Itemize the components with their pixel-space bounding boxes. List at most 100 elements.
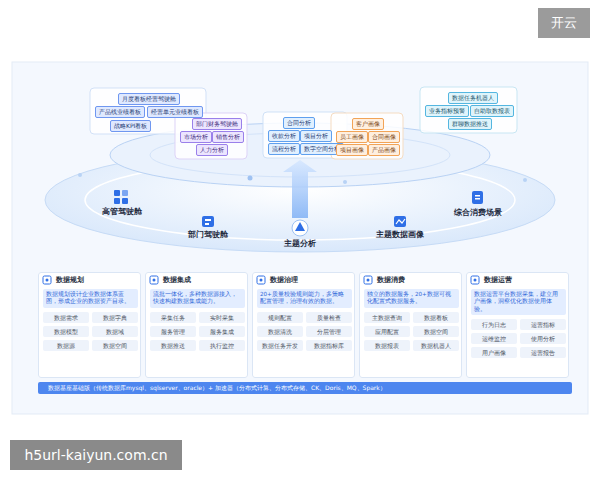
node-text: 人力分析 bbox=[200, 146, 224, 154]
function-tag: 实时采集 bbox=[199, 312, 245, 323]
function-tag: 数据报表 bbox=[364, 340, 410, 351]
scene-label: 部门驾驶舱 bbox=[188, 230, 228, 239]
node-text: 战略KPI看板 bbox=[114, 122, 147, 130]
node-text: 数据运营平台数据采集，建立用户画像，洞察优化数据使用体验。 bbox=[474, 291, 563, 313]
dot bbox=[248, 176, 253, 181]
node-text: 数据清洗 bbox=[257, 326, 303, 337]
function-tag: 服务集成 bbox=[199, 326, 245, 337]
node-text: 数据空间 bbox=[92, 340, 138, 351]
node-text: 数据源 bbox=[43, 340, 89, 351]
panel-icon-dot bbox=[46, 279, 477, 282]
scene-label: 高管驾驶舱 bbox=[102, 207, 142, 216]
function-tag: 数据任务开发 bbox=[257, 340, 303, 351]
function-tag: 数据域 bbox=[92, 326, 138, 337]
scene-tag: 合同分析 bbox=[283, 117, 315, 129]
function-tag: 数据推送 bbox=[150, 340, 196, 351]
node-text: 运营指标 bbox=[520, 319, 566, 330]
panel-fill bbox=[466, 272, 569, 378]
scene-tag: 月度看板经营驾驶舱 bbox=[118, 93, 180, 105]
panel-fill bbox=[38, 272, 141, 378]
function-tag: 执行监控 bbox=[199, 340, 245, 351]
scene-icon bbox=[292, 220, 308, 236]
node-text: 数字空间分析 bbox=[304, 145, 340, 153]
scene-tag: 项目分析 bbox=[300, 130, 332, 142]
node-text: 产品画像 bbox=[372, 146, 396, 154]
scene-tag: 群聊数据推送 bbox=[448, 118, 492, 130]
function-tag: 运维监控 bbox=[471, 333, 517, 344]
node-text: 使用分析 bbox=[520, 333, 566, 344]
function-tag: 分层管理 bbox=[306, 326, 352, 337]
scene-tag: 市场分析 bbox=[180, 131, 212, 143]
node-text: 自助取数报表 bbox=[474, 107, 510, 115]
node-text: 数据需求 bbox=[43, 312, 89, 323]
scene-tag: 战略KPI看板 bbox=[110, 120, 151, 132]
function-tag: 数据空间 bbox=[413, 326, 459, 337]
module-panel: 数据消费独立的数据服务，20+数据可视化配置式数据服务。主数据查询数据看板应用配… bbox=[359, 272, 462, 378]
node-text: 客户画像 bbox=[356, 120, 380, 128]
node-text: 实时采集 bbox=[199, 312, 245, 323]
node-text: 数据模型 bbox=[43, 326, 89, 337]
node-text: 业务指标预警 bbox=[429, 107, 465, 115]
node-text: 分层管理 bbox=[306, 326, 352, 337]
function-tag: 数据指标库 bbox=[306, 340, 352, 351]
node-text: 行为日志 bbox=[471, 319, 517, 330]
function-tag: 服务管理 bbox=[150, 326, 196, 337]
module-description: 数据运营平台数据采集，建立用户画像，洞察优化数据使用体验。 bbox=[471, 289, 566, 315]
card bbox=[12, 62, 588, 414]
node-text: 市场分析 bbox=[184, 133, 208, 141]
node-text: 销售分析 bbox=[216, 133, 240, 141]
watermark-bar bbox=[10, 440, 182, 470]
function-tag: 数据模型 bbox=[43, 326, 89, 337]
scene-label: 主题数据画像 bbox=[376, 230, 424, 239]
node-text: 主数据查询 bbox=[364, 312, 410, 323]
function-tag: 数据清洗 bbox=[257, 326, 303, 337]
node-text: 数据字典 bbox=[92, 312, 138, 323]
node-text: 数据基座基础版（传统数据库mysql、sqlserver、oracle）+ 加速… bbox=[48, 382, 572, 394]
function-tag: 运营指标 bbox=[520, 319, 566, 330]
scene-tag: 产品画像 bbox=[368, 144, 400, 156]
node-text: 产品线业绩看板 bbox=[99, 108, 141, 116]
scene-tag: 流程分析 bbox=[268, 143, 300, 155]
node-text: 数据看板 bbox=[413, 312, 459, 323]
node-text: 收款分析 bbox=[272, 132, 296, 140]
scene-icon bbox=[114, 190, 128, 204]
panel-fill bbox=[359, 272, 462, 378]
function-tag: 数据空间 bbox=[92, 340, 138, 351]
node-text: 运营报告 bbox=[520, 347, 566, 358]
cluster-card bbox=[175, 113, 247, 159]
panel-fill bbox=[145, 272, 248, 378]
node-text: 数据报表 bbox=[364, 340, 410, 351]
node-text: 群聊数据推送 bbox=[452, 120, 488, 128]
node-text: 数据消费 bbox=[377, 276, 405, 285]
node-text: 应用配置 bbox=[364, 326, 410, 337]
function-tag: 使用分析 bbox=[520, 333, 566, 344]
function-tag: 数据源 bbox=[43, 340, 89, 351]
function-tag: 数据需求 bbox=[43, 312, 89, 323]
function-tag: 主数据查询 bbox=[364, 312, 410, 323]
scene-tag: 数据任务机器人 bbox=[448, 92, 498, 104]
function-tag: 采集任务 bbox=[150, 312, 196, 323]
scene-tag: 客户画像 bbox=[352, 118, 384, 130]
node-text: 20+质量校验规则能力，多策略配置管理，治理有效的数据。 bbox=[260, 291, 349, 306]
function-tag: 数据字典 bbox=[92, 312, 138, 323]
node-text: 数据机器人 bbox=[413, 340, 459, 351]
module-description: 独立的数据服务，20+数据可视化配置式数据服务。 bbox=[364, 289, 459, 308]
module-panel: 数据集成流批一体化，多种数据源接入，快速构建数据集成能力。采集任务实时采集服务管… bbox=[145, 272, 248, 378]
node-text: 数据任务机器人 bbox=[452, 94, 494, 102]
dot bbox=[78, 173, 82, 177]
scene-tag: 人力分析 bbox=[196, 144, 228, 156]
node-text: 流程分析 bbox=[272, 145, 296, 153]
node-text: 项目分析 bbox=[304, 132, 328, 140]
function-tag: 运营报告 bbox=[520, 347, 566, 358]
scene-tag: 自助取数报表 bbox=[470, 105, 514, 117]
node-text: 规则配置 bbox=[257, 312, 303, 323]
node-text: 运维监控 bbox=[471, 333, 517, 344]
node-text: 数据推送 bbox=[150, 340, 196, 351]
scene-tag: 合同画像 bbox=[368, 131, 400, 143]
node-text: 数据域 bbox=[92, 326, 138, 337]
node-text: 经营单元业绩看板 bbox=[151, 108, 199, 116]
node-text: 数据运营 bbox=[484, 276, 512, 285]
node-text: 月度看板经营驾驶舱 bbox=[122, 95, 176, 103]
node-text: 服务管理 bbox=[150, 326, 196, 337]
